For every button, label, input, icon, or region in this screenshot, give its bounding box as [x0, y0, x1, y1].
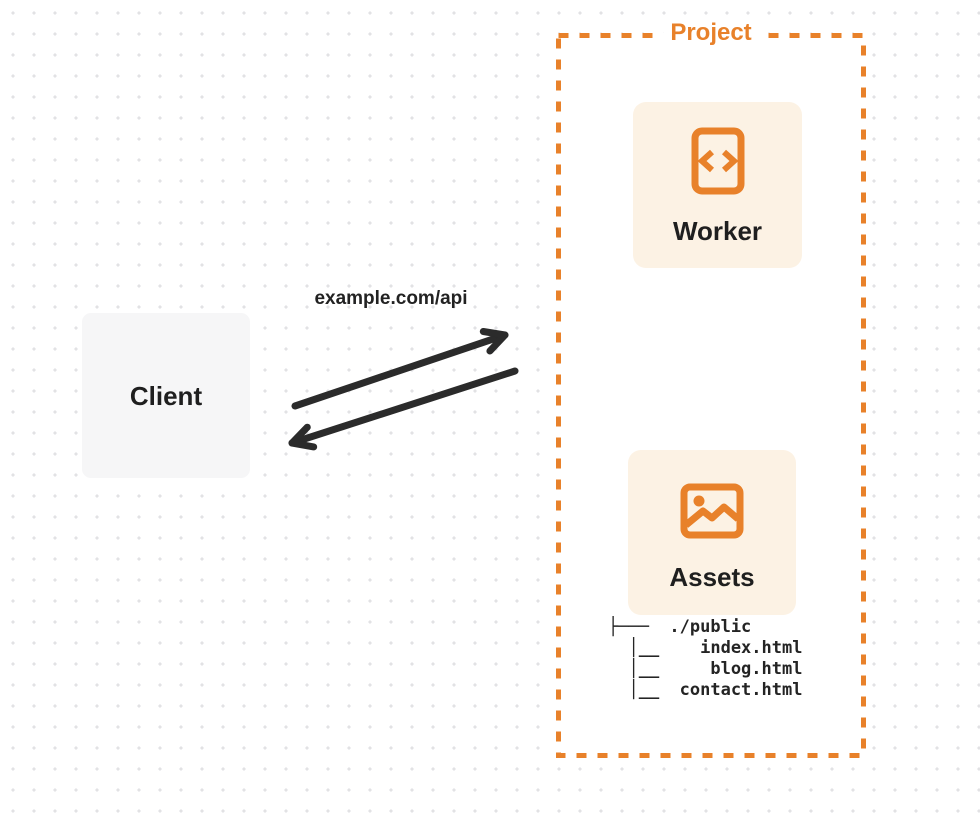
client-label: Client [129, 380, 203, 411]
file-tree: ├─── ./public │__ index.html │__ blog.ht… [608, 617, 803, 700]
client-card: Client [82, 313, 250, 478]
worker-label: Worker [672, 216, 763, 246]
worker-card: Worker [633, 102, 802, 268]
image-icon [680, 483, 744, 539]
api-endpoint-label: example.com/api [314, 288, 468, 309]
project-container: Project Worker Assets ├─── ./public │__ … [556, 20, 866, 758]
response-arrow [288, 367, 519, 451]
code-file-icon [691, 127, 744, 195]
assets-card: Assets [628, 450, 796, 615]
project-label: Project [663, 20, 759, 46]
assets-label: Assets [669, 562, 755, 592]
request-arrow [291, 328, 509, 410]
